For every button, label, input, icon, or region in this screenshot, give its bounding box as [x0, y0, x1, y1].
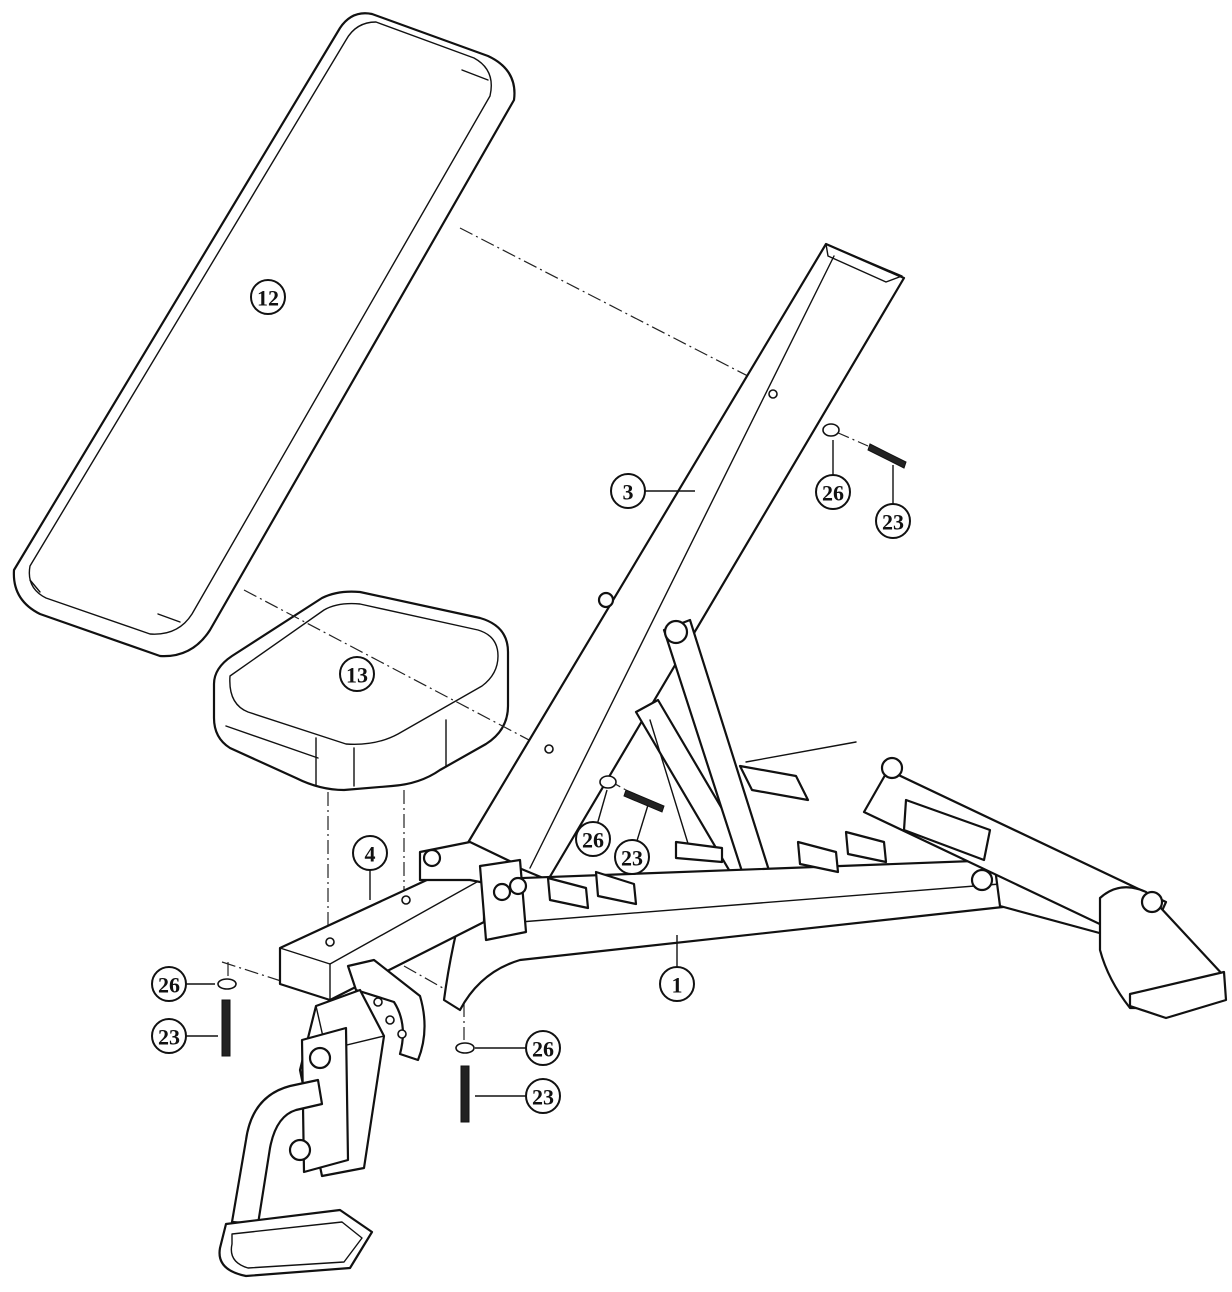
callout-balloon-1: [659, 966, 695, 1002]
callout-balloon-23: [875, 503, 911, 539]
callout-balloon-3: [610, 473, 646, 509]
washer-middle: [599, 775, 617, 789]
washer-lower-middle: [455, 1042, 475, 1054]
callout-labels: 12 13 3 26 23 26 23 4 1 26 23 26 23: [151, 279, 911, 1114]
bolt-middle: [623, 789, 665, 813]
callout-balloon-26: [525, 1030, 561, 1066]
callout-label-12: 12: [257, 286, 279, 311]
callout-balloon-26: [575, 821, 611, 857]
bolt-lower-left: [221, 999, 231, 1057]
callout-balloon-23: [525, 1078, 561, 1114]
callout-label-4: 4: [365, 842, 376, 867]
callout-balloon-23: [614, 839, 650, 875]
callout-balloon-13: [339, 656, 375, 692]
bolt-upper-right: [867, 443, 907, 469]
washer-upper-right: [822, 423, 840, 437]
callout-balloon-4: [352, 835, 388, 871]
seat-mount: [218, 840, 528, 1278]
bolt-lower-middle: [460, 1065, 470, 1123]
callout-label-23: 23: [882, 510, 904, 535]
callout-label-23: 23: [158, 1025, 180, 1050]
callout-balloon-26: [151, 966, 187, 1002]
washer-lower-left: [217, 978, 237, 990]
callout-balloon-12: [250, 279, 286, 315]
callout-balloon-26: [815, 474, 851, 510]
callout-balloon-23: [151, 1018, 187, 1054]
callout-label-26: 26: [158, 973, 180, 998]
fasteners: [217, 423, 907, 1123]
back-pad: [12, 12, 516, 658]
callout-label-26: 26: [822, 481, 844, 506]
callout-label-26: 26: [532, 1037, 554, 1062]
main-frame: [442, 741, 1228, 1020]
adjust-linkage: [597, 591, 775, 901]
callout-label-23: 23: [532, 1085, 554, 1110]
callout-label-23: 23: [621, 846, 643, 871]
callout-label-26: 26: [582, 828, 604, 853]
callout-label-1: 1: [672, 973, 683, 998]
callout-label-3: 3: [623, 480, 634, 505]
callout-label-13: 13: [346, 663, 368, 688]
